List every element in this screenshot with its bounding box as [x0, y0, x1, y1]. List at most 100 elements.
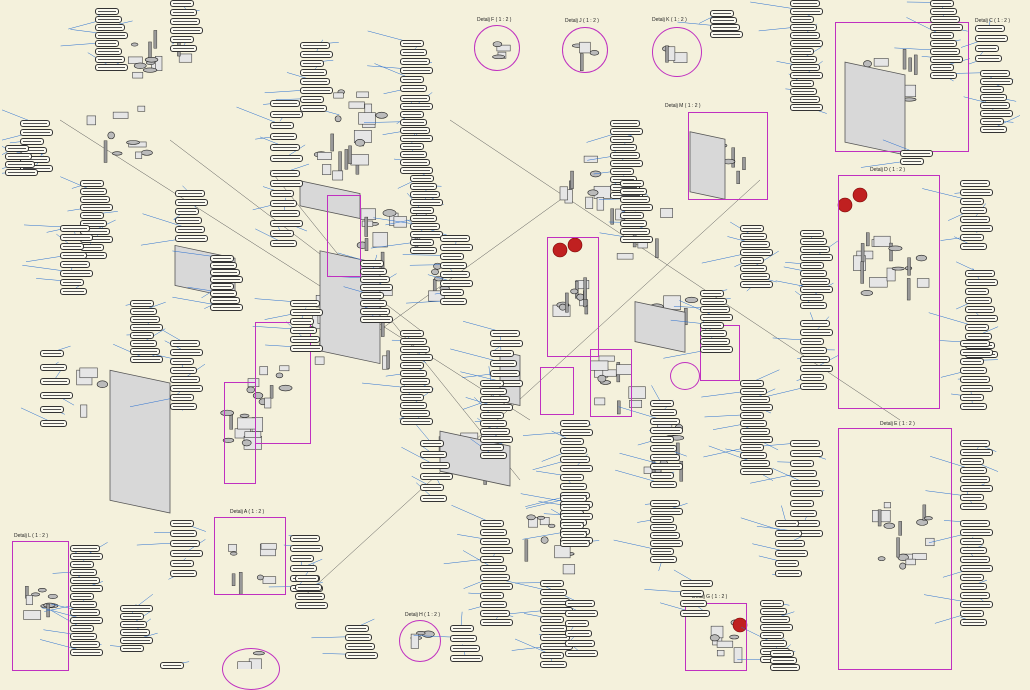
callout-balloon	[740, 452, 767, 459]
callout-balloon	[960, 619, 987, 626]
callout-balloon	[980, 118, 1004, 125]
callout-text-line	[83, 183, 101, 184]
callout-balloon	[410, 207, 434, 214]
callout-text-line	[483, 541, 507, 542]
detail-k-title: Detalj K ( 1 : 2 )	[652, 17, 687, 23]
callout-balloon	[175, 217, 202, 224]
callout-text-line	[623, 199, 647, 200]
callout-balloon	[790, 450, 823, 457]
callout-balloon	[130, 348, 160, 355]
callout-balloon	[120, 613, 144, 620]
callout-balloon	[95, 32, 128, 39]
callout-balloon	[130, 308, 157, 315]
callout-balloon	[490, 350, 514, 357]
callout-balloon	[975, 25, 1005, 32]
callout-balloon	[480, 436, 513, 443]
callout-text-line	[743, 423, 764, 424]
callout-text-line	[773, 667, 797, 668]
callout-balloon	[130, 300, 154, 307]
callout-text-line	[483, 447, 501, 448]
callout-balloon	[480, 619, 513, 626]
callout-text-line	[43, 353, 61, 354]
callout-balloon	[80, 180, 104, 187]
callout-balloon	[650, 516, 674, 523]
callout-balloon	[980, 126, 1007, 133]
callout-text-line	[933, 51, 957, 52]
callout-text-line	[403, 405, 424, 406]
callout-balloon	[70, 641, 100, 648]
callout-text-line	[963, 397, 981, 398]
callout-balloon	[560, 429, 593, 436]
callout-text-line	[403, 357, 430, 358]
callout-text-line	[763, 643, 784, 644]
callout-balloon	[210, 269, 240, 276]
callout-text-line	[303, 81, 327, 82]
callout-balloon	[740, 225, 764, 232]
callout-text-line	[423, 454, 444, 455]
detail-j-title: Detalj J ( 1 : 2 )	[565, 18, 599, 24]
callout-text-line	[963, 361, 981, 362]
callout-balloon	[480, 452, 507, 459]
callout-balloon	[360, 260, 384, 267]
callout-text-line	[623, 231, 647, 232]
callout-balloon	[960, 225, 993, 232]
detail-frame-m	[688, 112, 768, 200]
callout-balloon	[980, 110, 1013, 117]
callout-text-line	[483, 415, 501, 416]
callout-balloon	[540, 652, 564, 659]
part-block	[349, 102, 364, 108]
callout-balloon	[170, 349, 203, 356]
callout-balloon	[400, 127, 430, 134]
detail-e-title: Detalj E ( 1 : 2 )	[880, 421, 915, 427]
part-block	[664, 296, 681, 310]
callout-balloon	[800, 238, 827, 245]
callout-text-line	[133, 343, 154, 344]
callout-text-line	[363, 311, 387, 312]
callout-text-line	[613, 163, 640, 164]
callout-text-line	[963, 541, 981, 542]
callout-text-line	[493, 373, 517, 374]
callout-balloon	[5, 161, 35, 168]
callout-balloon	[930, 16, 960, 23]
callout-balloon	[345, 634, 372, 641]
callout-text-line	[563, 459, 587, 460]
callout-balloon	[480, 396, 510, 403]
callout-text-line	[123, 624, 144, 625]
callout-text-line	[298, 587, 319, 588]
callout-balloon	[960, 198, 984, 205]
callout-text-line	[683, 603, 704, 604]
callout-text-line	[743, 455, 764, 456]
callout-balloon	[290, 535, 320, 542]
callout-balloon	[960, 243, 987, 250]
callout-balloon	[5, 145, 29, 152]
callout-text-line	[653, 503, 677, 504]
callout-balloon	[700, 314, 733, 321]
callout-balloon	[960, 403, 987, 410]
callout-text-line	[778, 523, 796, 524]
callout-balloon	[480, 380, 504, 387]
part-shaft	[154, 30, 157, 48]
callout-text-line	[933, 27, 960, 28]
callout-balloon	[400, 410, 430, 417]
callout-text-line	[423, 476, 450, 477]
callout-balloon	[760, 608, 787, 615]
callout-text-line	[613, 147, 634, 148]
detail-d-title: Detalj D ( 1 : 2 )	[870, 167, 905, 173]
callout-balloon	[790, 440, 820, 447]
callout-balloon	[700, 338, 730, 345]
callout-text-line	[978, 58, 999, 59]
callout-balloon	[95, 56, 125, 63]
callout-balloon	[440, 271, 470, 278]
callout-text-line	[73, 604, 94, 605]
part-washer	[143, 68, 157, 72]
callout-text-line	[963, 595, 987, 596]
callout-text-line	[83, 247, 101, 248]
callout-balloon	[740, 460, 770, 467]
callout-balloon	[170, 18, 200, 25]
callout-text-line	[743, 391, 764, 392]
callout-text-line	[348, 637, 369, 638]
callout-text-line	[413, 226, 437, 227]
callout-text-line	[743, 276, 767, 277]
callout-text-line	[623, 191, 644, 192]
callout-text-line	[23, 123, 47, 124]
